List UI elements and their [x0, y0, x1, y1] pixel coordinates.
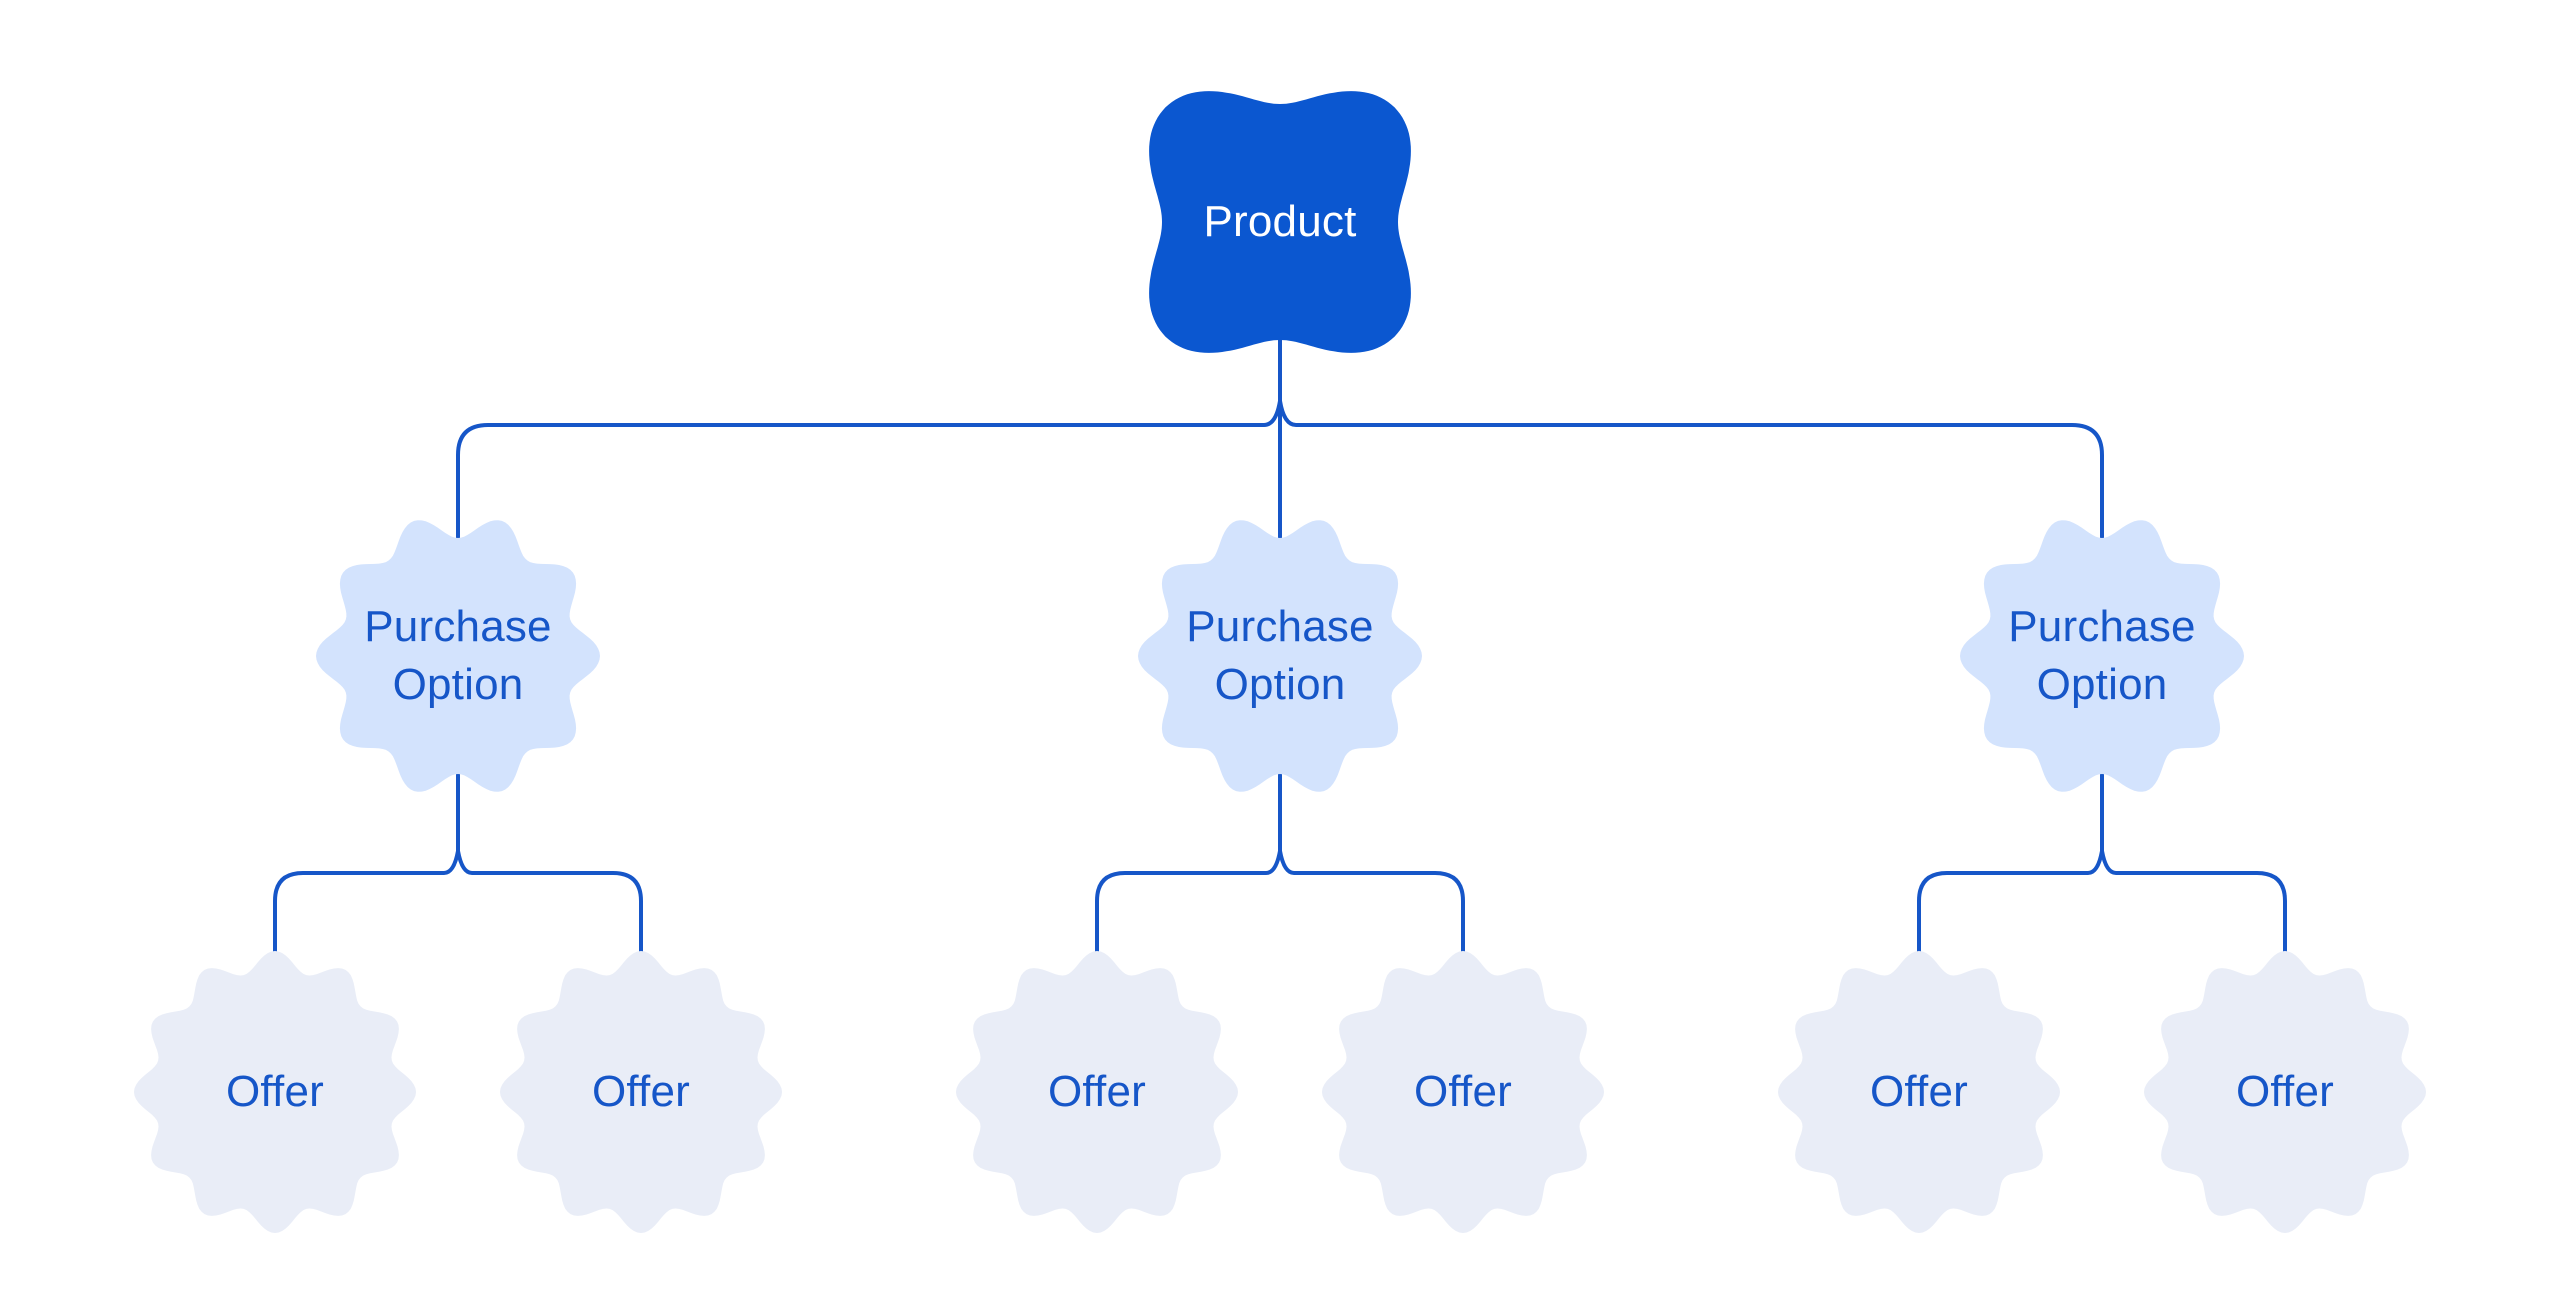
connector-option-2-to-offer-left	[1095, 849, 1282, 960]
connector-option-1-to-offer-left	[273, 849, 460, 960]
connector-option-2-to-offer-right	[1278, 849, 1465, 960]
connector-option-3-to-offer-left	[1917, 849, 2104, 960]
connector-product-to-option-1	[456, 399, 1282, 547]
connector-option-1-to-offer-right	[456, 849, 643, 960]
connector-option-3-to-offer-right	[2100, 849, 2287, 960]
connector-product-to-option-3	[1278, 399, 2104, 547]
